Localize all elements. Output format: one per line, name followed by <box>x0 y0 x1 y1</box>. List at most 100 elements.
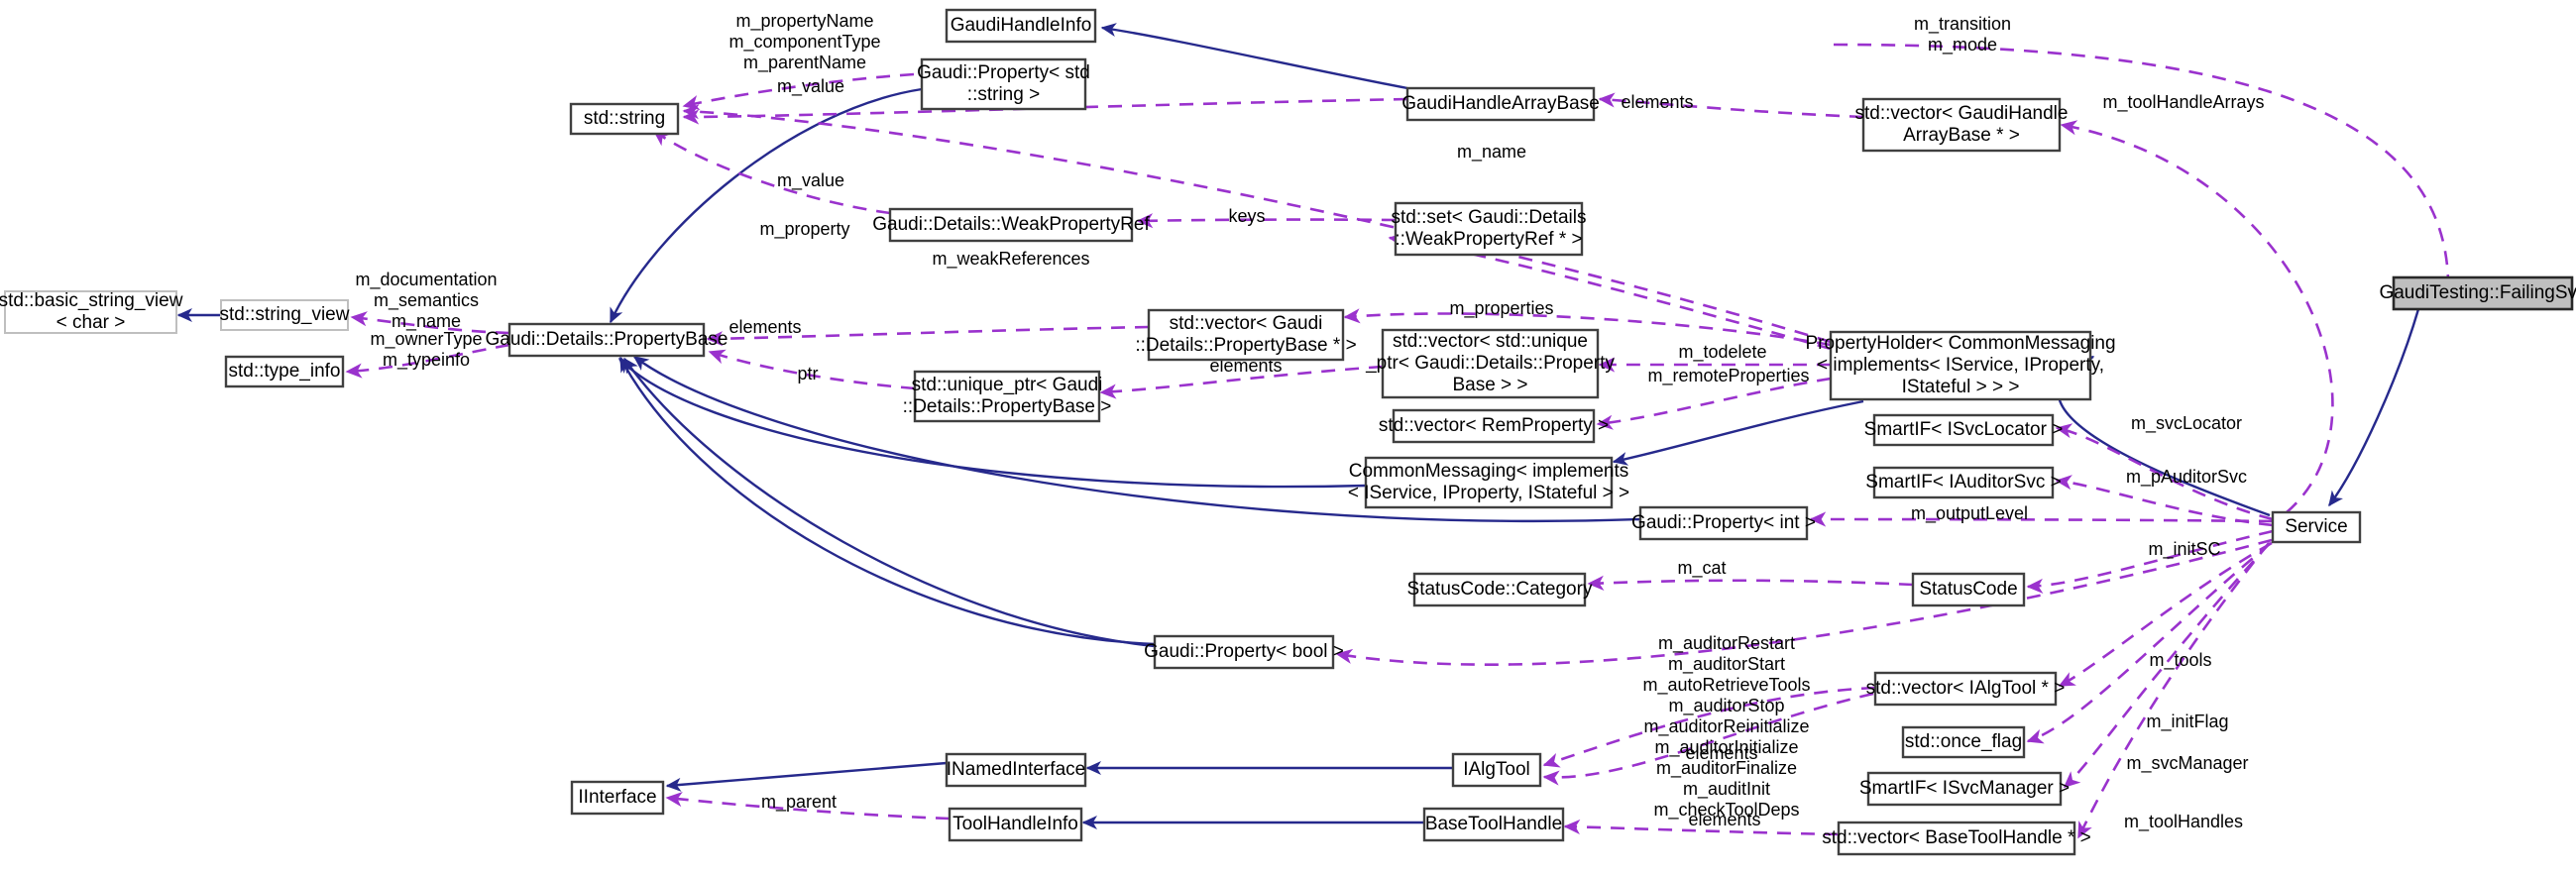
class-node-box[interactable] <box>945 8 1097 44</box>
class-node-box[interactable] <box>1837 821 2076 856</box>
class-node-box[interactable] <box>2271 510 2362 544</box>
class-node[interactable]: std::type_info <box>224 355 345 388</box>
class-node[interactable]: Gaudi::Property< int > <box>1631 505 1816 541</box>
class-node[interactable]: SmartIF< ISvcLocator > <box>1864 413 2064 447</box>
edge-association <box>1343 308 1832 347</box>
class-node[interactable]: Service <box>2271 510 2362 544</box>
class-node-box[interactable] <box>1153 634 1335 670</box>
class-node-box[interactable] <box>1405 86 1596 122</box>
class-node[interactable]: Gaudi::Property< bool > <box>1144 634 1344 670</box>
class-node-label: std::type_info <box>228 361 340 382</box>
edge-association <box>706 325 1150 347</box>
class-node[interactable]: std::vector< Gaudi::Details::PropertyBas… <box>1135 308 1357 362</box>
class-node-box[interactable] <box>1872 413 2055 447</box>
class-node-box[interactable] <box>948 807 1083 842</box>
class-node-label: IAlgTool <box>1463 759 1530 780</box>
class-node-box[interactable] <box>913 370 1101 423</box>
class-node[interactable]: std::basic_string_view< char > <box>0 290 183 334</box>
class-node[interactable]: PropertyHolder< CommonMessaging< impleme… <box>1805 330 2116 401</box>
class-node-box[interactable] <box>2392 275 2574 311</box>
class-node-box[interactable] <box>569 102 680 136</box>
class-node-box[interactable] <box>1364 456 1614 509</box>
edge-association <box>652 129 891 215</box>
edge-label: elements <box>1688 810 1760 829</box>
edge-label: m_remoteProperties <box>1647 366 1809 386</box>
class-node[interactable]: std::string <box>569 102 680 136</box>
class-node-label: CommonMessaging< implements< IService, I… <box>1348 461 1629 503</box>
edge-inheritance <box>609 87 923 324</box>
class-node-box[interactable] <box>224 355 345 388</box>
edge-label: m_name <box>1457 142 1526 163</box>
class-node-box[interactable] <box>1394 201 1584 257</box>
class-node-label: INamedInterface <box>947 759 1085 780</box>
class-node[interactable]: std::vector< std::unique_ptr< Gaudi::Det… <box>1365 328 1615 399</box>
class-node-box[interactable] <box>888 207 1134 243</box>
class-node-label: BaseToolHandle <box>1425 814 1562 834</box>
class-node-label: Gaudi::Details::WeakPropertyRef <box>872 214 1150 235</box>
class-node[interactable]: ToolHandleInfo <box>948 807 1083 842</box>
edge-label: m_todelete <box>1678 342 1766 363</box>
class-node-box[interactable] <box>570 780 665 816</box>
class-node-box[interactable] <box>1638 505 1809 541</box>
class-node[interactable]: GaudiHandleArrayBase <box>1401 86 1600 122</box>
edge-label: m_value <box>777 76 844 97</box>
edge-association <box>1335 538 2273 666</box>
class-node[interactable]: GaudiHandleInfo <box>945 8 1097 44</box>
class-node[interactable]: std::once_flag <box>1901 725 2026 759</box>
edge-label: m_toolHandles <box>2124 812 2243 832</box>
class-node[interactable]: std::unique_ptr< Gaudi::Details::Propert… <box>903 370 1112 423</box>
edge-label: keys <box>1228 206 1265 226</box>
class-node-box[interactable] <box>1147 308 1345 362</box>
class-node[interactable]: Gaudi::Property< std::string > <box>917 57 1090 111</box>
class-node[interactable]: Gaudi::Details::WeakPropertyRef <box>872 207 1150 243</box>
class-node-box[interactable] <box>1451 752 1542 788</box>
edge-association <box>2055 475 2274 527</box>
class-node-label: GaudiHandleInfo <box>951 15 1092 36</box>
edge-association <box>708 349 916 390</box>
class-node[interactable]: Gaudi::Details::PropertyBase <box>485 322 728 358</box>
class-node-box[interactable] <box>1861 97 2062 153</box>
class-node-box[interactable] <box>920 57 1087 111</box>
class-node[interactable]: CommonMessaging< implements< IService, I… <box>1348 456 1629 509</box>
class-node-box[interactable] <box>4 290 177 334</box>
class-node-box[interactable] <box>1392 408 1596 444</box>
class-node[interactable]: std::vector< IAlgTool * > <box>1866 671 2066 707</box>
edge-association <box>2058 541 2273 688</box>
class-node-box[interactable] <box>1901 725 2026 759</box>
class-node[interactable]: IInterface <box>570 780 665 816</box>
edge-inheritance <box>632 356 1641 523</box>
class-node-box[interactable] <box>220 299 349 331</box>
class-node-label: std::vector< BaseToolHandle * > <box>1822 827 2090 848</box>
edge-label: elements <box>1621 92 1693 112</box>
class-node-box[interactable] <box>1412 572 1587 607</box>
class-node-label: std::string <box>584 108 665 129</box>
class-node[interactable]: INamedInterface <box>945 752 1087 788</box>
class-node[interactable]: std::vector< RemProperty > <box>1379 408 1609 444</box>
class-node[interactable]: SmartIF< ISvcManager > <box>1859 771 2070 807</box>
edge-association <box>682 97 1408 125</box>
class-node-box[interactable] <box>1866 771 2063 807</box>
class-node-label: Gaudi::Property< int > <box>1631 512 1816 533</box>
class-node[interactable]: std::vector< BaseToolHandle * > <box>1822 821 2091 856</box>
class-node[interactable]: BaseToolHandle <box>1422 807 1565 842</box>
class-node-box[interactable] <box>1381 328 1600 399</box>
class-node[interactable]: std::set< Gaudi::Details::WeakPropertyRe… <box>1392 201 1587 257</box>
class-node-box[interactable] <box>1422 807 1565 842</box>
class-node[interactable]: StatusCode <box>1911 572 2026 607</box>
class-node-box[interactable] <box>1911 572 2026 607</box>
edge-association <box>1563 819 1840 836</box>
edge-label: elements <box>1685 743 1757 763</box>
edge-label: m_weakReferences <box>932 249 1089 270</box>
class-node[interactable]: std::string_view <box>220 299 350 331</box>
class-node-box[interactable] <box>945 752 1087 788</box>
class-node[interactable]: SmartIF< IAuditorSvc > <box>1865 466 2062 499</box>
class-node[interactable]: GaudiTesting::FailingSvc <box>2379 275 2576 311</box>
class-node[interactable]: IAlgTool <box>1451 752 1542 788</box>
class-node-box[interactable] <box>1829 330 2092 401</box>
class-node-box[interactable] <box>507 322 706 358</box>
class-node[interactable]: StatusCode::Category <box>1407 572 1593 607</box>
class-node-box[interactable] <box>1872 466 2055 499</box>
edge-association <box>682 104 1832 344</box>
class-node-box[interactable] <box>1873 671 2058 707</box>
